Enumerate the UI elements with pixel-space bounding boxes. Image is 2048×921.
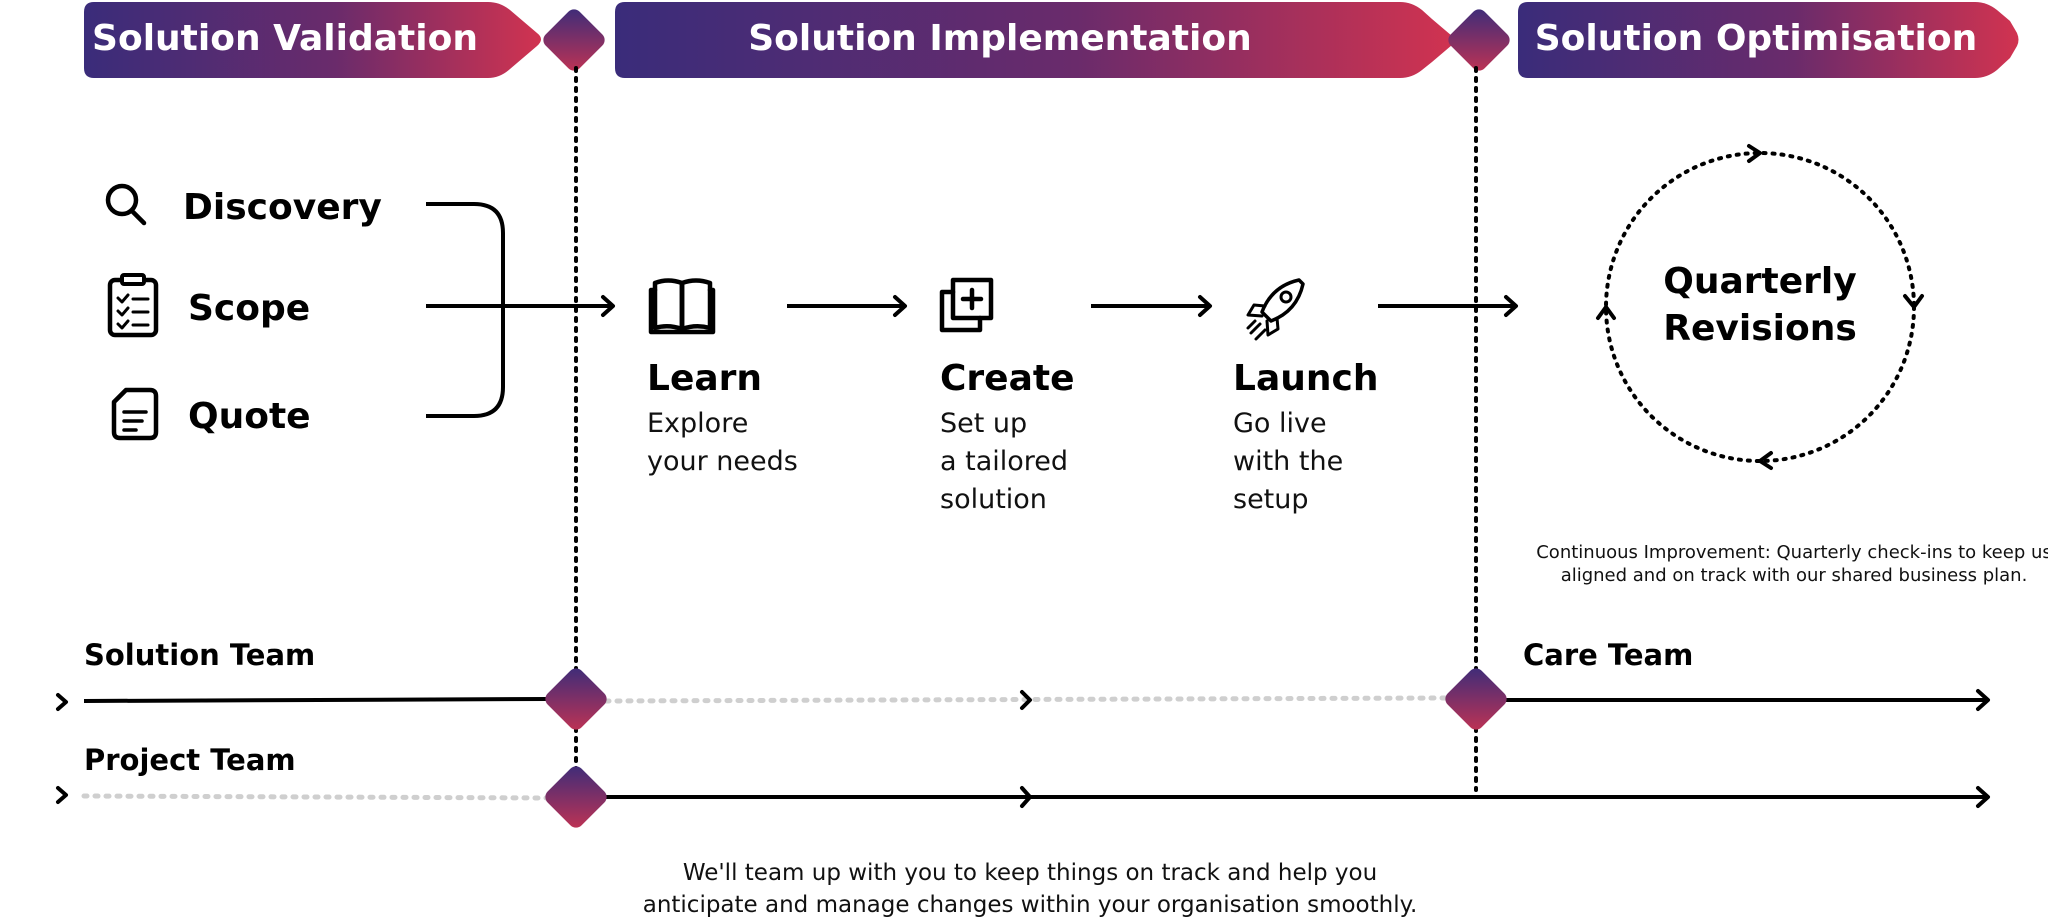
lane-solution-handover	[603, 695, 1449, 704]
validation-item-quote: Quote	[111, 387, 311, 441]
step-launch: Launch Go live with the setup	[1233, 358, 1378, 515]
validation-bracket	[426, 202, 505, 418]
step-title-create: Create	[940, 358, 1075, 399]
milestone-diamond-project-lane	[545, 766, 607, 828]
cycle-note-line1: Continuous Improvement: Quarterly check-…	[1536, 542, 2048, 563]
lane-project-arrowhead	[1976, 786, 1990, 808]
book-icon	[648, 278, 716, 335]
lane-solution-active	[83, 697, 549, 703]
footer-line2: anticipate and manage changes within you…	[643, 892, 1418, 918]
step-desc-launch-1: Go live	[1233, 408, 1327, 439]
step-desc-create-1: Set up	[940, 408, 1027, 439]
add-square-icon	[939, 277, 994, 333]
step-arrow-3	[1378, 295, 1518, 317]
step-desc-create-3: solution	[940, 484, 1047, 515]
phase-label-optimisation: Solution Optimisation	[1535, 18, 1977, 59]
phase-label-implementation: Solution Implementation	[748, 18, 1251, 59]
phase-label-validation: Solution Validation	[92, 18, 478, 59]
team-label-project: Project Team	[84, 743, 296, 777]
step-desc-learn-2: your needs	[647, 446, 798, 477]
lane-solution-mid-chevron	[1020, 690, 1032, 710]
phase-banner-optimisation: Solution Optimisation	[1518, 2, 2019, 78]
step-create: Create Set up a tailored solution	[940, 358, 1075, 515]
validation-item-scope: Scope	[107, 273, 310, 338]
document-icon	[111, 387, 159, 441]
phase-banner-implementation: Solution Implementation	[615, 2, 1455, 78]
team-label-solution: Solution Team	[84, 638, 315, 672]
validation-label-discovery: Discovery	[183, 187, 382, 228]
footer-line1: We'll team up with you to keep things on…	[683, 860, 1377, 886]
step-arrow-2	[1091, 295, 1212, 317]
step-desc-create-2: a tailored	[940, 446, 1068, 477]
cycle-note-line2: aligned and on track with our shared bus…	[1561, 565, 2028, 586]
milestone-diamond-top-2	[1448, 9, 1510, 71]
revision-cycle: Quarterly Revisions	[1596, 144, 1924, 470]
step-arrow-1	[787, 295, 907, 317]
validation-label-scope: Scope	[188, 288, 310, 329]
step-desc-learn-1: Explore	[647, 408, 748, 439]
step-title-launch: Launch	[1233, 358, 1378, 399]
lane-care-arrowhead	[1976, 689, 1990, 711]
phase-banner-validation: Solution Validation	[84, 2, 541, 78]
validation-arrowhead	[601, 295, 615, 317]
step-title-learn: Learn	[647, 358, 762, 399]
validation-label-quote: Quote	[188, 396, 311, 437]
validation-item-discovery: Discovery	[105, 183, 382, 228]
milestone-diamond-care-lane	[1445, 668, 1507, 730]
search-icon	[105, 183, 147, 226]
lane-project-standby	[81, 793, 551, 801]
milestone-diamond-top-1	[543, 9, 605, 71]
step-desc-launch-2: with the	[1233, 446, 1343, 477]
milestone-diamond-solution-lane	[545, 668, 607, 730]
lane-start-chevron-project	[56, 786, 68, 804]
cycle-label-line2: Revisions	[1663, 308, 1857, 349]
step-learn: Learn Explore your needs	[647, 358, 798, 477]
checklist-icon	[107, 273, 159, 338]
rocket-icon	[1246, 278, 1305, 341]
team-label-care: Care Team	[1523, 638, 1693, 672]
step-desc-launch-3: setup	[1233, 484, 1309, 515]
lane-project-mid-chevron	[1020, 786, 1032, 808]
cycle-label-line1: Quarterly	[1663, 261, 1856, 302]
lane-start-chevron-solution	[56, 693, 68, 711]
